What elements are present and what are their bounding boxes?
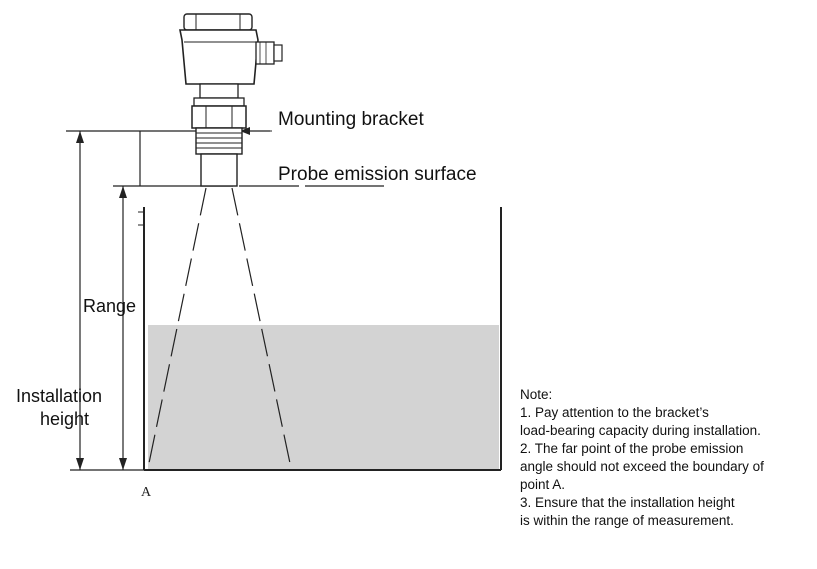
note-line: load-bearing capacity during installatio… — [520, 423, 761, 438]
radar-sensor — [179, 13, 283, 187]
notes-panel: Note: 1. Pay attention to the bracket’s … — [520, 386, 810, 530]
installation-height-label-line2: height — [40, 409, 89, 429]
note-line: 2. The far point of the probe emission — [520, 441, 744, 456]
note-line: is within the range of measurement. — [520, 513, 734, 528]
probe-emission-surface-label: Probe emission surface — [278, 164, 477, 185]
note-line: 3. Ensure that the installation height — [520, 495, 735, 510]
threaded-section — [195, 127, 243, 155]
dimension-lines — [70, 131, 144, 471]
emission-beam — [147, 187, 292, 469]
note-line: angle should not exceed the boundary of — [520, 459, 764, 474]
point-a-label: A — [141, 485, 152, 500]
range-label: Range — [83, 296, 136, 316]
note-line: 1. Pay attention to the bracket’s — [520, 405, 709, 420]
notes-title: Note: — [520, 387, 553, 402]
note-line: point A. — [520, 477, 566, 492]
arrow-icon — [240, 127, 250, 135]
mounting-nut — [193, 97, 245, 107]
liquid-fill — [148, 325, 499, 469]
probe-antenna — [200, 153, 238, 187]
installation-height-label-line1: Installation — [16, 386, 102, 406]
cable-gland — [255, 41, 275, 65]
mounting-bracket-label: Mounting bracket — [278, 109, 424, 130]
tank — [138, 207, 502, 471]
